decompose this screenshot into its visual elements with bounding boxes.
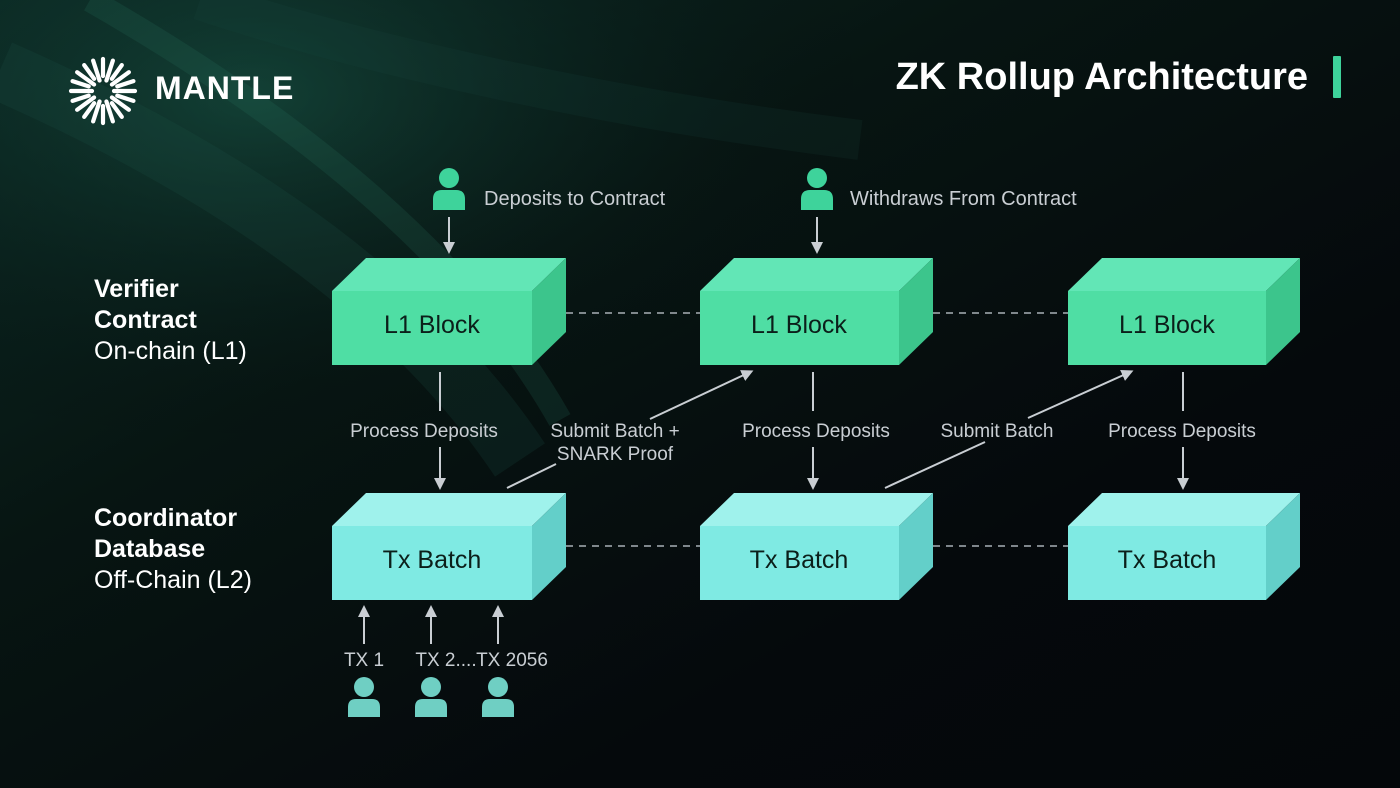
withdraw-user: Withdraws From Contract	[801, 168, 1077, 254]
process-deposits-edge: Process Deposits	[1108, 372, 1256, 490]
tx-batch-box: Tx Batch	[1068, 493, 1300, 600]
deposit-user: Deposits to Contract	[433, 168, 666, 254]
arrow-up-icon	[1027, 369, 1134, 419]
row-label-l2-line2: Database	[94, 535, 206, 563]
logo-spoke	[82, 63, 97, 81]
logo-spoke	[104, 99, 115, 124]
tx-user	[348, 605, 380, 717]
tx-label: TX 1	[344, 650, 384, 671]
tx-batch-label: Tx Batch	[383, 546, 482, 574]
tx-batch-box: Tx Batch	[700, 493, 933, 600]
brand-name: MANTLE	[155, 70, 295, 106]
tx-batch-box: Tx Batch	[332, 493, 566, 600]
tx-batch-label: Tx Batch	[1118, 546, 1217, 574]
submit-batch-edge: Submit Batch + SNARK Proof	[506, 370, 754, 489]
person-icon	[801, 168, 833, 210]
logo-spoke	[104, 58, 115, 83]
tx-batch-top	[700, 493, 933, 526]
logo-spoke	[82, 101, 97, 119]
person-icon	[348, 677, 380, 717]
tx-label: TX 2....	[415, 650, 476, 671]
submit-batch-label-line1: Submit Batch +	[550, 421, 679, 442]
logo-spoke	[91, 99, 102, 124]
submit-batch-label-line2: SNARK Proof	[557, 444, 674, 465]
tx-batch-front	[1068, 526, 1266, 600]
l1-block-box: L1 Block	[332, 258, 566, 365]
withdraw-user-label: Withdraws From Contract	[850, 188, 1077, 210]
process-deposits-label: Process Deposits	[1108, 421, 1256, 442]
l1-block-side	[532, 258, 566, 365]
process-deposits-edge: Process Deposits	[350, 372, 498, 490]
logo-spoke	[75, 95, 97, 112]
person-icon	[482, 677, 514, 717]
tx-user	[482, 605, 514, 717]
tx-batch-top	[332, 493, 566, 526]
logo-spoke	[115, 79, 136, 89]
tx-label: TX 2056	[476, 650, 548, 671]
person-icon	[433, 168, 465, 210]
logo-spoke	[109, 95, 131, 112]
l1-block-side	[1266, 258, 1300, 365]
row-label-l2: Coordinator Database Off-Chain (L2)	[94, 503, 252, 596]
row-label-l1: Verifier Contract On-chain (L1)	[94, 274, 247, 367]
process-deposits-label: Process Deposits	[350, 421, 498, 442]
edge-line	[884, 441, 986, 489]
logo-spoke	[109, 70, 131, 87]
tx-batch-side	[899, 493, 933, 600]
l1-block-top	[700, 258, 933, 291]
page-title: ZK Rollup Architecture	[895, 56, 1308, 98]
tx-batch-front	[700, 526, 899, 600]
tx-batch-top	[1068, 493, 1300, 526]
person-icon	[415, 677, 447, 717]
submit-batch-edge: Submit Batch	[884, 369, 1134, 489]
logo-spoke	[109, 101, 124, 119]
l1-block-front	[332, 291, 532, 365]
process-deposits-label: Process Deposits	[742, 421, 890, 442]
row-label-l1-line3: On-chain (L1)	[94, 337, 247, 365]
arrow-up-icon	[649, 370, 754, 420]
l1-block-label: L1 Block	[384, 311, 480, 339]
l1-block-box: L1 Block	[700, 258, 933, 365]
tx-batch-side	[1266, 493, 1300, 600]
logo-spoke	[70, 93, 91, 103]
row-label-l1-line1: Verifier	[94, 275, 179, 303]
l1-block-top	[1068, 258, 1300, 291]
tx-user	[415, 605, 447, 717]
l1-block-box: L1 Block	[1068, 258, 1300, 365]
row-label-l2-line1: Coordinator	[94, 504, 238, 532]
l1-block-front	[700, 291, 899, 365]
row-label-l2-line3: Off-Chain (L2)	[94, 566, 252, 594]
process-deposits-edge: Process Deposits	[742, 372, 890, 490]
l1-block-side	[899, 258, 933, 365]
l1-block-front	[1068, 291, 1266, 365]
tx-batch-side	[532, 493, 566, 600]
tx-batch-front	[332, 526, 532, 600]
edge-line	[506, 463, 557, 489]
tx-batch-label: Tx Batch	[750, 546, 849, 574]
title-accent-bar	[1333, 56, 1341, 98]
logo-spoke	[70, 79, 91, 89]
deposit-user-label: Deposits to Contract	[484, 188, 666, 210]
logo-spoke	[91, 58, 102, 83]
logo-spoke	[109, 63, 124, 81]
submit-batch-label: Submit Batch	[941, 421, 1054, 442]
row-label-l1-line2: Contract	[94, 306, 197, 334]
logo-spoke	[75, 70, 97, 87]
l1-block-label: L1 Block	[1119, 311, 1215, 339]
l1-block-label: L1 Block	[751, 311, 847, 339]
l1-block-top	[332, 258, 566, 291]
logo-spoke	[115, 93, 136, 103]
mantle-logo-icon	[68, 56, 138, 126]
